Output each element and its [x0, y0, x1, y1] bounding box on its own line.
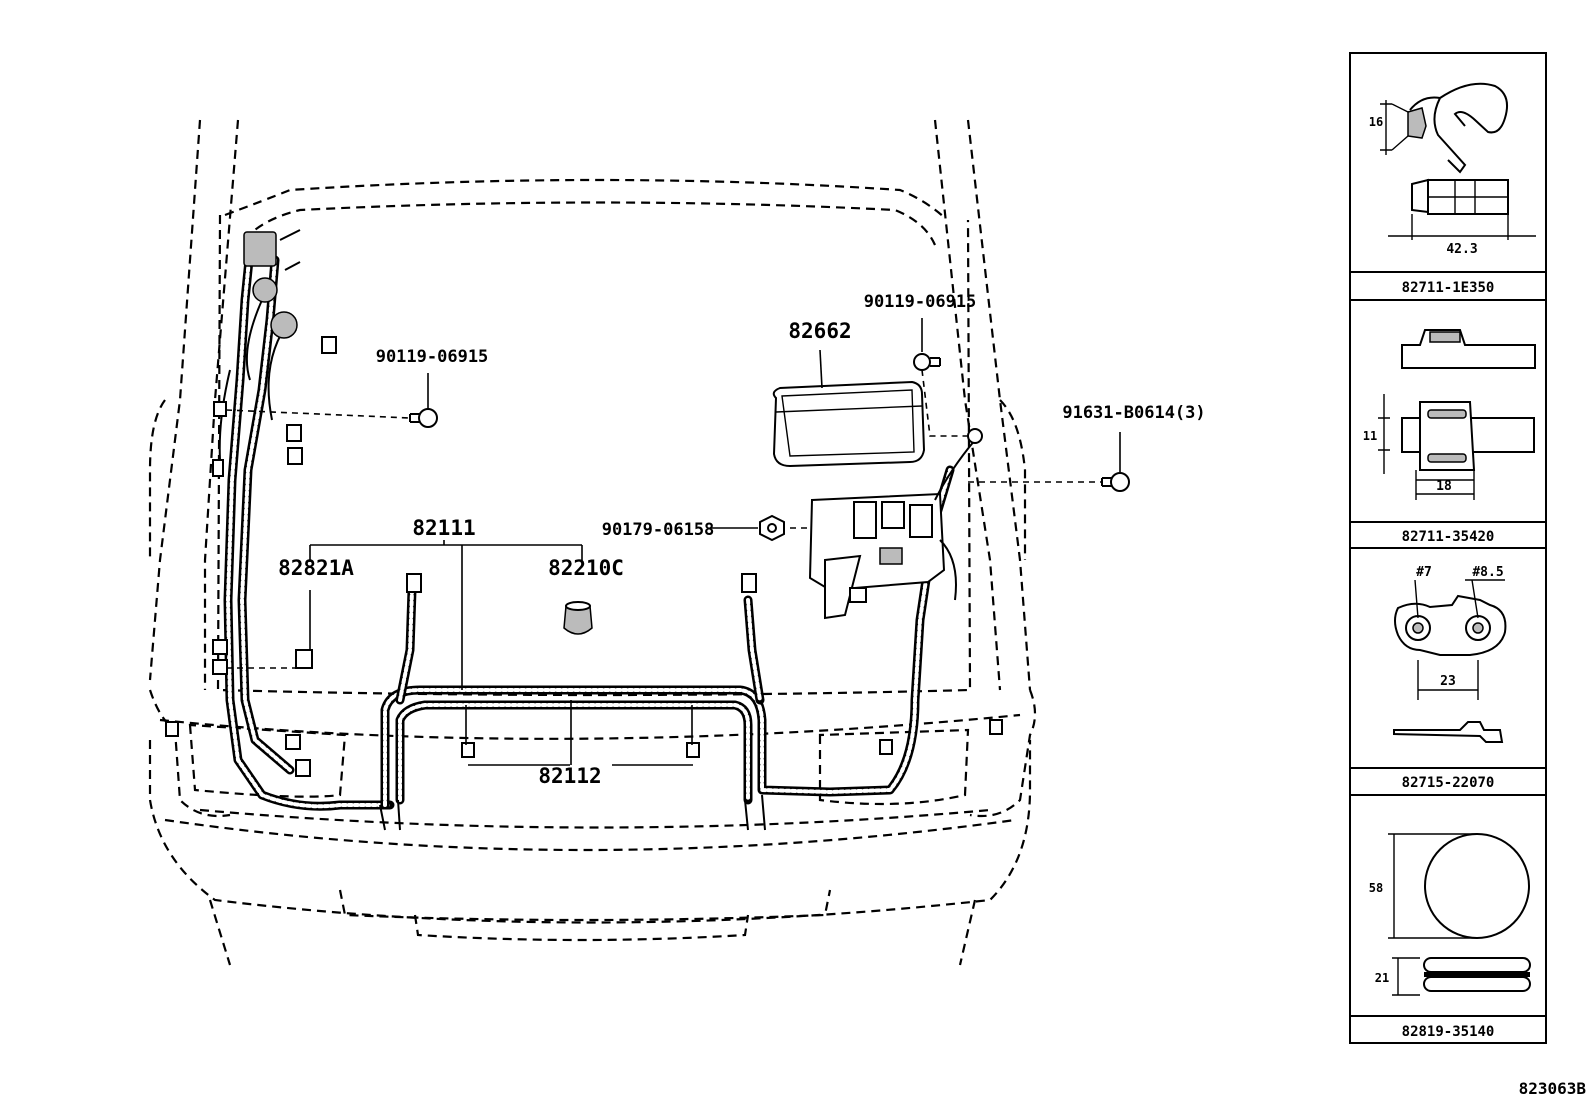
drawing-id: 823063B [1519, 1079, 1587, 1098]
legend-1e350-dim-42: 42.3 [1446, 242, 1477, 257]
wire-harness-82111 [218, 229, 955, 831]
legend-35140-dim-21: 21 [1375, 971, 1389, 985]
legend-1e350-dim-16: 16 [1369, 115, 1383, 129]
legend-grommet-35140: 58 21 82819-35140 [1369, 833, 1531, 1040]
legend-part-35140: 82819-35140 [1402, 1024, 1495, 1040]
relay-block [808, 439, 976, 620]
label-plug-c: 82210C [548, 556, 624, 580]
label-bolt-left: 90119-06915 [376, 347, 489, 367]
label-bolt-right: 90119-06915 [864, 292, 977, 312]
label-nut: 90179-06158 [602, 520, 715, 540]
legend-22070-dim-85: #8.5 [1472, 565, 1503, 580]
bolt-90119-right [913, 353, 941, 371]
nut-90179 [759, 514, 785, 542]
label-harness-main: 82111 [412, 516, 475, 540]
legend-35420-dim-11: 11 [1363, 429, 1377, 443]
label-relay-cover: 82662 [788, 319, 851, 343]
vehicle-body-outline [148, 119, 1037, 966]
legend-22070-dim-7: #7 [1416, 565, 1432, 580]
bolt-91631 [1101, 472, 1130, 492]
connectors [165, 231, 1003, 777]
legend-part-1e350: 82711-1E350 [1402, 280, 1495, 296]
legend-35140-dim-58: 58 [1369, 881, 1383, 895]
legend-clip-1e350: 16 42.3 82711-1E350 [1369, 82, 1536, 296]
legend-part-35420: 82711-35420 [1402, 529, 1495, 545]
mount-point [967, 428, 983, 444]
label-harness-lower: 82112 [538, 764, 601, 788]
legend-clip-35420: 11 18 82711-35420 [1363, 329, 1536, 545]
legend-part-22070: 82715-22070 [1402, 775, 1495, 791]
bolt-90119-left [409, 408, 438, 428]
legend-35420-dim-18: 18 [1436, 479, 1452, 494]
label-bolt-side: 91631-B0614(3) [1062, 403, 1205, 423]
relay-cover-82662 [772, 380, 926, 468]
leader-lines [225, 318, 1121, 766]
legend-bracket-22070: #7 #8.5 23 82715-22070 [1393, 565, 1507, 791]
callout-labels: 90119-06915 90119-06915 91631-B0614(3) 9… [278, 292, 1586, 1098]
label-clamp-a: 82821A [278, 556, 354, 580]
legend-22070-dim-23: 23 [1440, 674, 1456, 689]
legend-panel: 16 42.3 82711-1E350 11 18 82711-35420 [1349, 52, 1547, 1044]
